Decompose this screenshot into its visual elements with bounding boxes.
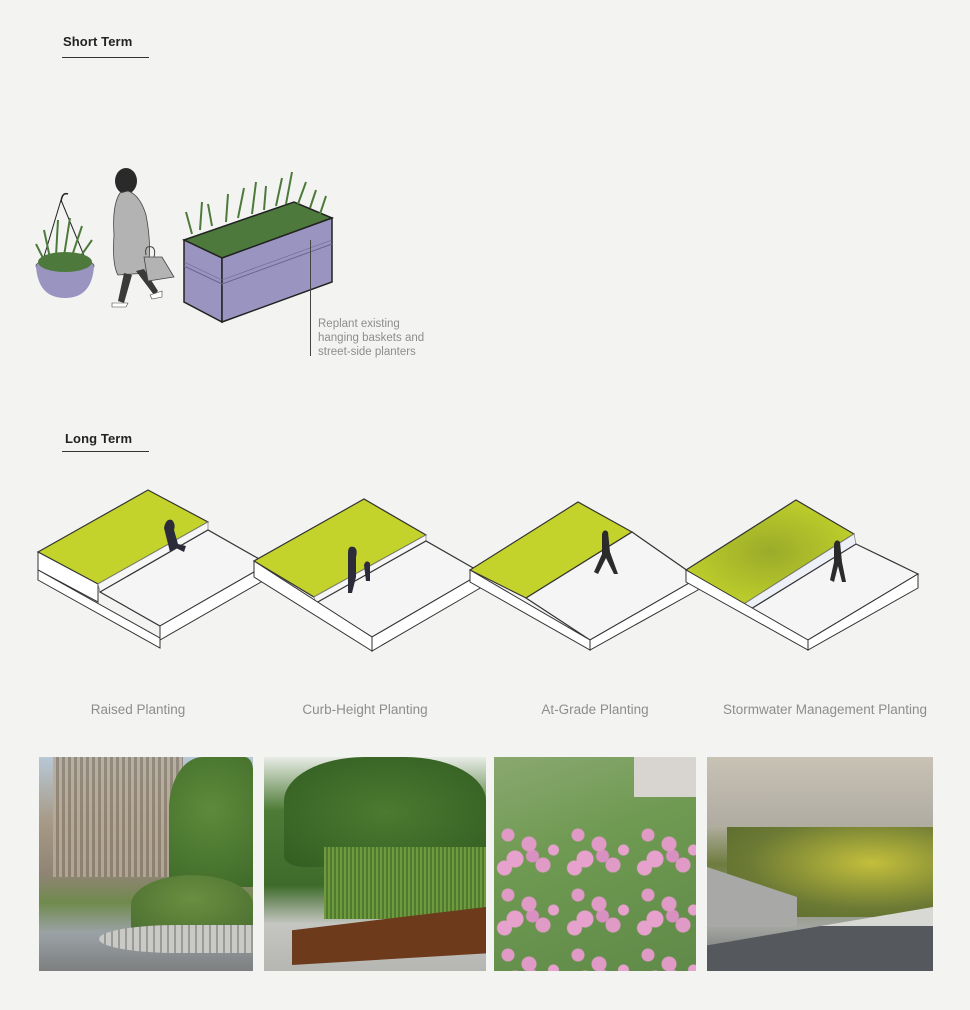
photo-raised-planting — [39, 757, 253, 971]
street-planter-illustration — [182, 171, 335, 324]
caption-at-grade-planting: At-Grade Planting — [541, 702, 649, 717]
pedestrian-illustration — [111, 168, 175, 308]
curb-height-planting-diagram — [252, 498, 484, 652]
short-term-heading: Short Term — [63, 34, 133, 49]
photo-at-grade-planting — [494, 757, 696, 971]
callout-leader-line — [310, 240, 311, 356]
caption-stormwater-planting: Stormwater Management Planting — [722, 702, 928, 717]
caption-raised-planting: Raised Planting — [90, 702, 186, 717]
raised-planting-diagram — [36, 489, 270, 649]
photo-curb-height-planting — [264, 757, 486, 971]
long-term-heading: Long Term — [65, 431, 133, 446]
long-term-underline — [62, 451, 149, 452]
at-grade-planting-diagram — [468, 501, 700, 651]
short-term-underline — [62, 57, 149, 58]
photo-stormwater-planting — [707, 757, 933, 971]
stormwater-planting-diagram — [684, 499, 920, 651]
hanging-basket-illustration — [35, 192, 95, 298]
caption-curb-height-planting: Curb-Height Planting — [302, 702, 428, 717]
short-term-callout: Replant existing hanging baskets and str… — [318, 318, 425, 358]
